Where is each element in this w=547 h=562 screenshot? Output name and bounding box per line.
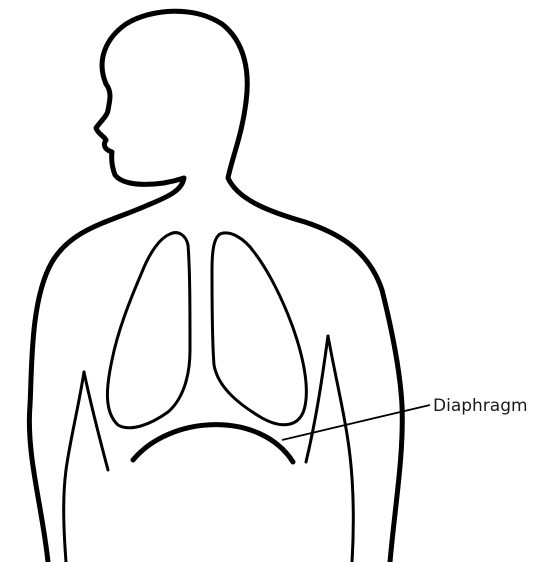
left-lung	[107, 233, 190, 428]
diaphragm-curve	[133, 425, 293, 462]
right-arm-inner-line	[328, 336, 353, 562]
head-and-neck-outline	[29, 11, 402, 562]
diaphragm-label: Diaphragm	[433, 396, 528, 416]
right-lung	[212, 233, 306, 425]
left-arm-inner-line	[64, 372, 84, 562]
left-armpit-line	[84, 372, 108, 470]
right-armpit-line	[306, 336, 328, 462]
